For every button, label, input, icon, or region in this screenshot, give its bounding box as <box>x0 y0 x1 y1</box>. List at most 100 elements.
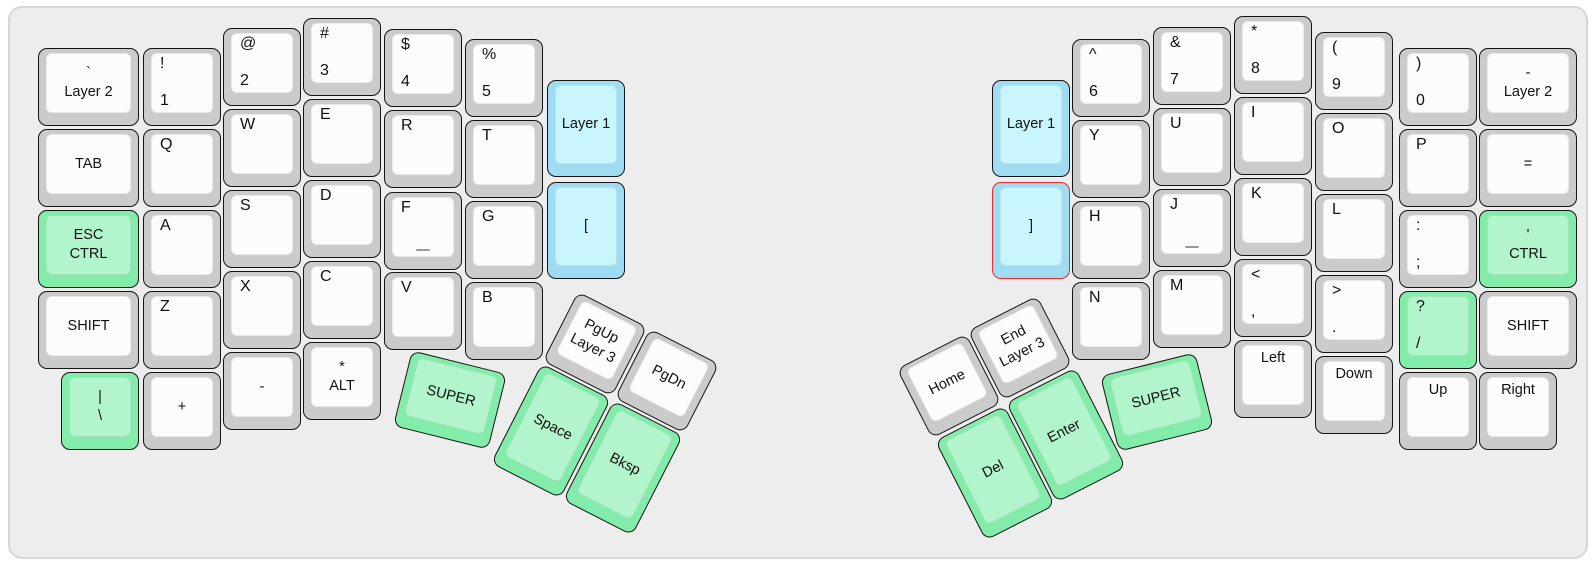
keycap-top: Layer 1 <box>555 85 617 164</box>
key-legend: 0 <box>1416 91 1425 109</box>
keycap-top: D <box>311 185 373 245</box>
key-legend: : <box>1416 217 1421 234</box>
key-v[interactable]: V <box>384 272 462 350</box>
key-legend: Layer 1 <box>1006 116 1056 133</box>
key-equals[interactable]: = <box>1479 129 1577 207</box>
key-arrow-up[interactable]: Up <box>1399 372 1477 450</box>
keycap-top: J <box>1161 194 1223 254</box>
key-legend: - <box>1525 65 1531 82</box>
key-e[interactable]: E <box>303 99 381 177</box>
key-legend: O <box>1332 120 1345 137</box>
keycap-top: O <box>1323 118 1385 178</box>
key-rparen-0[interactable]: )0 <box>1399 48 1477 126</box>
key-q[interactable]: Q <box>143 129 221 207</box>
key-l[interactable]: L <box>1315 194 1393 272</box>
key-dash-layer2[interactable]: -Layer 2 <box>1479 48 1577 126</box>
key-f[interactable]: F <box>384 192 462 270</box>
key-arrow-left[interactable]: Left <box>1234 340 1312 418</box>
key-legend: Layer 2 <box>64 84 113 100</box>
key-t[interactable]: T <box>465 120 543 198</box>
key-j[interactable]: J <box>1153 189 1231 267</box>
key-super-right[interactable]: SUPER <box>1100 352 1214 452</box>
key-h[interactable]: H <box>1072 201 1150 279</box>
key-rbracket[interactable]: ] <box>992 182 1070 279</box>
key-star-8[interactable]: *8 <box>1234 16 1312 94</box>
key-legend: T <box>482 127 492 144</box>
key-s[interactable]: S <box>223 190 301 268</box>
key-quote-ctrl[interactable]: 'CTRL <box>1479 210 1577 288</box>
key-legend: ( <box>1332 39 1338 56</box>
key-u[interactable]: U <box>1153 108 1231 186</box>
key-question-slash[interactable]: ?/ <box>1399 291 1477 369</box>
key-shift-right[interactable]: SHIFT <box>1479 291 1577 369</box>
key-legend: # <box>320 25 329 42</box>
key-m[interactable]: M <box>1153 270 1231 348</box>
key-z[interactable]: Z <box>143 291 221 369</box>
key-arrow-right[interactable]: Right <box>1479 372 1557 450</box>
key-legend: L <box>1332 201 1341 218</box>
key-legend: W <box>240 116 256 133</box>
key-p[interactable]: P <box>1399 129 1477 207</box>
key-dollar-4[interactable]: $4 <box>384 29 462 107</box>
key-plus[interactable]: + <box>143 372 221 450</box>
key-legend: ) <box>1416 55 1422 72</box>
key-w[interactable]: W <box>223 109 301 187</box>
key-i[interactable]: I <box>1234 97 1312 175</box>
key-legend: & <box>1170 34 1181 51</box>
key-legend: ] <box>1028 218 1034 235</box>
keycap-top: :; <box>1407 215 1469 275</box>
key-amp-7[interactable]: &7 <box>1153 27 1231 105</box>
key-less-comma[interactable]: <, <box>1234 259 1312 337</box>
key-layer1-right[interactable]: Layer 1 <box>992 80 1070 177</box>
key-n[interactable]: N <box>1072 282 1150 360</box>
key-layer1-left[interactable]: Layer 1 <box>547 80 625 177</box>
keycap-top: + <box>151 377 213 437</box>
key-legend: Y <box>1089 127 1100 144</box>
keycap-top: SUPER <box>1108 359 1204 438</box>
key-legend: % <box>482 46 497 63</box>
key-exclam-1[interactable]: !1 <box>143 48 221 126</box>
keycap-top: %5 <box>473 44 535 104</box>
key-o[interactable]: O <box>1315 113 1393 191</box>
key-a[interactable]: A <box>143 210 221 288</box>
key-at-2[interactable]: @2 <box>223 28 301 106</box>
key-b[interactable]: B <box>465 282 543 360</box>
key-arrow-down[interactable]: Down <box>1315 356 1393 434</box>
key-r[interactable]: R <box>384 110 462 188</box>
key-legend: < <box>1251 266 1261 283</box>
key-lparen-9[interactable]: (9 <box>1315 32 1393 110</box>
key-y[interactable]: Y <box>1072 120 1150 198</box>
key-hash-3[interactable]: #3 <box>303 18 381 96</box>
key-legend: SUPER <box>1129 383 1183 412</box>
key-legend: N <box>1089 289 1101 306</box>
keycap-top: V <box>392 277 454 337</box>
key-legend: U <box>1170 115 1182 132</box>
key-caret-6[interactable]: ^6 <box>1072 39 1150 117</box>
key-c[interactable]: C <box>303 261 381 339</box>
key-grave-layer2[interactable]: `Layer 2 <box>38 48 139 126</box>
key-legend: = <box>1523 155 1533 172</box>
key-colon-semicolon[interactable]: :; <box>1399 210 1477 288</box>
key-legend: SHIFT <box>67 317 110 334</box>
keycap-top: [ <box>555 187 617 266</box>
key-minus[interactable]: - <box>223 352 301 430</box>
key-d[interactable]: D <box>303 180 381 258</box>
key-lbracket[interactable]: [ <box>547 182 625 279</box>
key-tab[interactable]: TAB <box>38 129 139 207</box>
key-legend: * <box>339 359 345 376</box>
key-shift-left[interactable]: SHIFT <box>38 291 139 369</box>
key-g[interactable]: G <box>465 201 543 279</box>
key-legend: K <box>1251 185 1262 202</box>
key-legend: C <box>320 268 332 285</box>
key-star-alt[interactable]: * ALT <box>303 342 381 420</box>
key-greater-period[interactable]: >. <box>1315 275 1393 353</box>
key-legend: ALT <box>329 378 355 394</box>
key-super-left[interactable]: SUPER <box>393 350 507 450</box>
key-x[interactable]: X <box>223 271 301 349</box>
key-pipe-backslash[interactable]: |\ <box>61 372 139 450</box>
key-legend: 6 <box>1089 82 1098 100</box>
key-k[interactable]: K <box>1234 178 1312 256</box>
homing-bar-icon <box>416 249 430 251</box>
key-percent-5[interactable]: %5 <box>465 39 543 117</box>
